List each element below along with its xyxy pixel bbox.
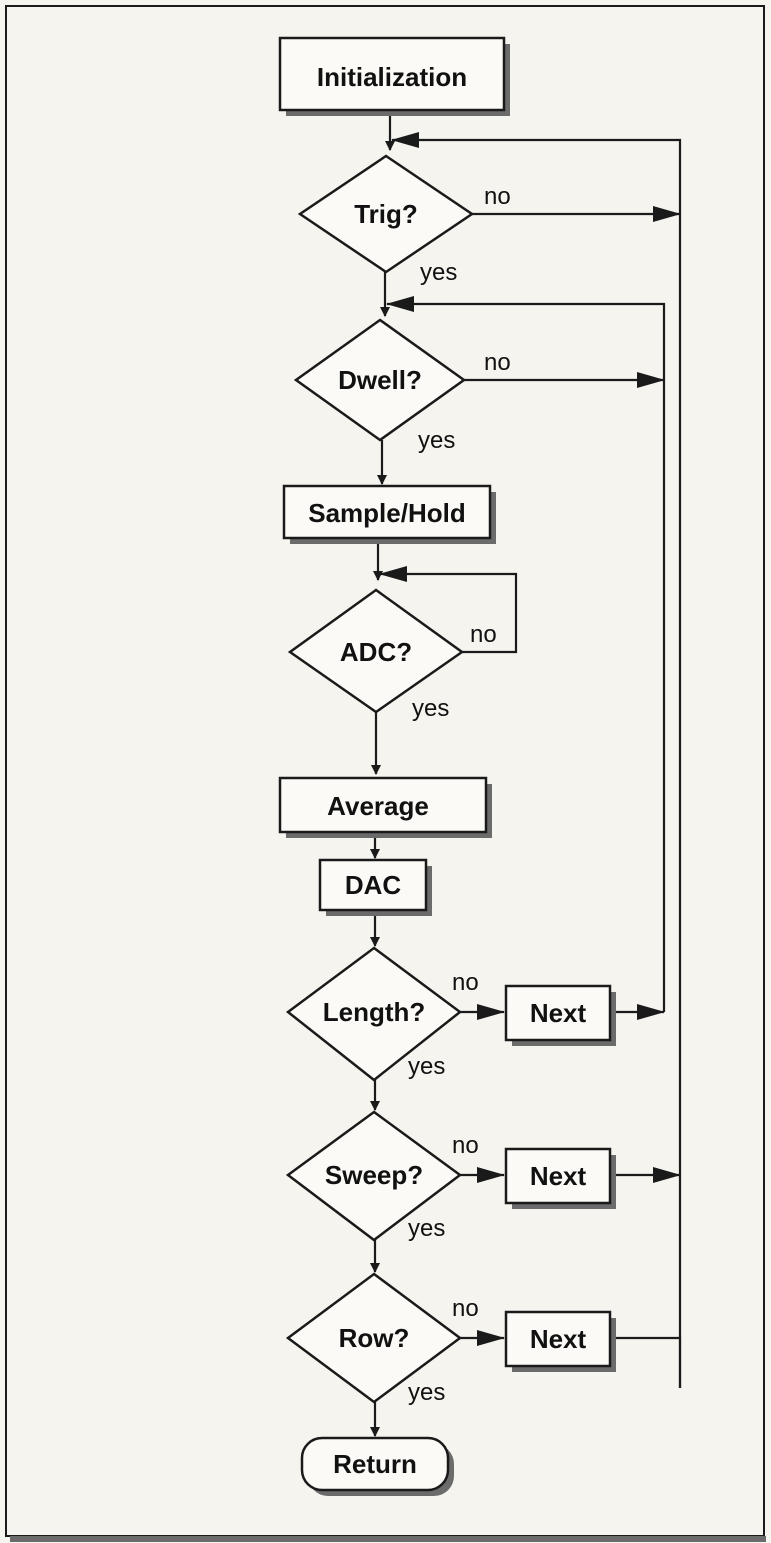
row-decision: Row?	[285, 1272, 463, 1404]
sweep-yes-label: yes	[408, 1215, 445, 1242]
row-no-label: no	[452, 1295, 479, 1322]
next-row-node: Next	[504, 1310, 616, 1372]
trig-label: Trig?	[354, 199, 418, 229]
dwell-label: Dwell?	[338, 365, 422, 395]
dwell-yes-label: yes	[418, 427, 455, 454]
trig-yes-label: yes	[420, 259, 457, 286]
dwell-decision: Dwell?	[293, 318, 467, 442]
trig-decision: Trig?	[297, 154, 475, 274]
return-node: Return	[300, 1436, 454, 1496]
length-no-label: no	[452, 969, 479, 996]
length-decision: Length?	[285, 946, 463, 1082]
next-sweep-node: Next	[504, 1147, 616, 1209]
frame-shadow	[10, 1536, 766, 1542]
connectors	[370, 116, 682, 1437]
initialization-node: Initialization	[278, 36, 510, 116]
dac-label: DAC	[345, 870, 402, 900]
initialization-label: Initialization	[317, 62, 467, 92]
sample-hold-label: Sample/Hold	[308, 498, 465, 528]
row-label: Row?	[339, 1323, 410, 1353]
sample-hold-node: Sample/Hold	[282, 484, 496, 544]
adc-label: ADC?	[340, 637, 412, 667]
sweep-decision: Sweep?	[285, 1110, 463, 1242]
adc-no-label: no	[470, 621, 497, 648]
next-row-label: Next	[530, 1324, 587, 1354]
average-label: Average	[327, 791, 429, 821]
next-length-node: Next	[504, 984, 616, 1046]
dac-node: DAC	[318, 858, 432, 916]
sweep-no-label: no	[452, 1132, 479, 1159]
length-label: Length?	[323, 997, 426, 1027]
branch-labels: no yes no yes no yes no yes no yes no ye…	[408, 183, 511, 1406]
length-yes-label: yes	[408, 1053, 445, 1080]
return-label: Return	[333, 1449, 417, 1479]
adc-yes-label: yes	[412, 695, 449, 722]
row-yes-label: yes	[408, 1379, 445, 1406]
dwell-no-label: no	[484, 349, 511, 376]
adc-decision: ADC?	[287, 588, 465, 714]
trig-no-label: no	[484, 183, 511, 210]
next-length-label: Next	[530, 998, 587, 1028]
next-sweep-label: Next	[530, 1161, 587, 1191]
sweep-label: Sweep?	[325, 1160, 423, 1190]
average-node: Average	[278, 776, 492, 838]
